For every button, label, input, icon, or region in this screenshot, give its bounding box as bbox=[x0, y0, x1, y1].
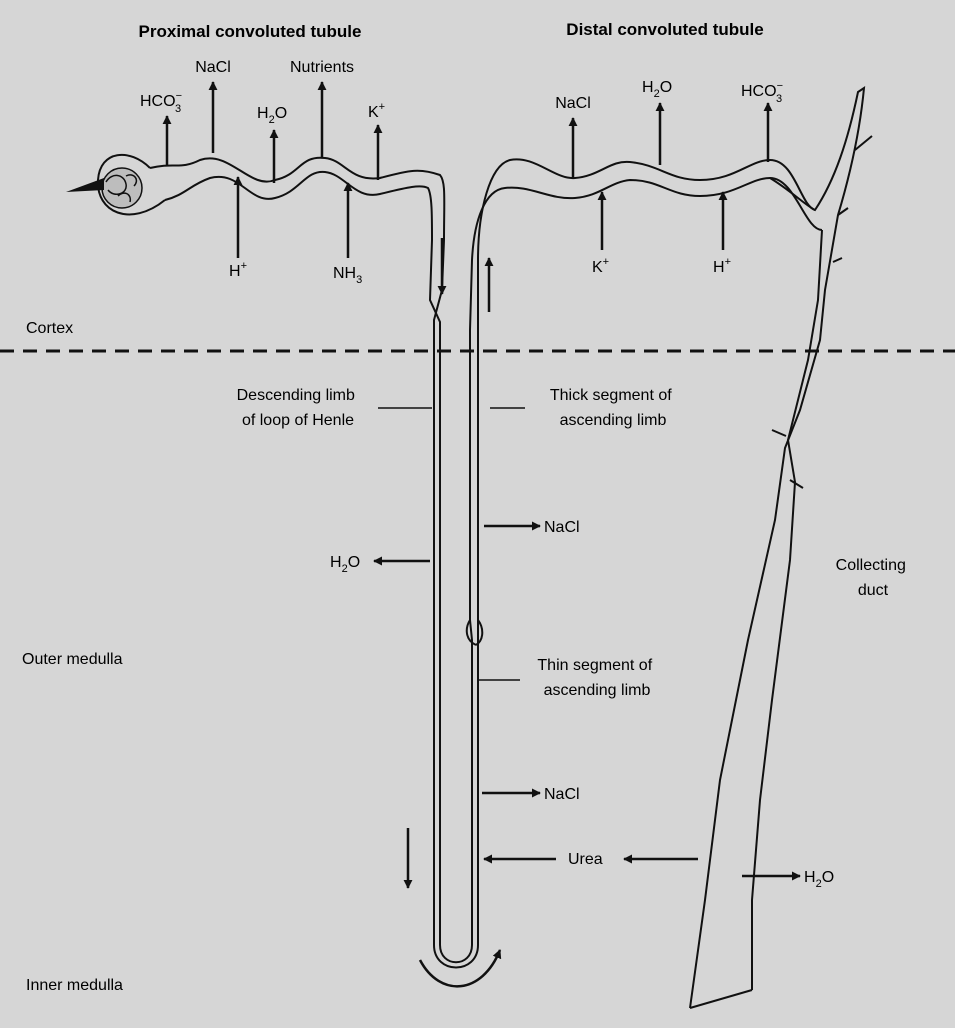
descending-h2o-label: H2O bbox=[330, 554, 360, 575]
glomerulus bbox=[66, 167, 143, 209]
descending-limb-label: Descending limb of loop of Henle bbox=[237, 387, 360, 429]
thick-ascending-label: Thick segment of ascending limb bbox=[550, 387, 676, 429]
dct-k-label: K+ bbox=[592, 256, 609, 276]
loop-transport-arrows bbox=[373, 521, 801, 881]
inner-medulla-label: Inner medulla bbox=[26, 977, 123, 994]
thin-nacl-label: NaCl bbox=[544, 786, 580, 803]
urea-label: Urea bbox=[568, 851, 603, 868]
collecting-duct-label: Collecting duct bbox=[836, 557, 911, 599]
duct-h2o-label: H2O bbox=[804, 869, 834, 890]
dct-nacl-label: NaCl bbox=[555, 95, 591, 112]
proximal-title: Proximal convoluted tubule bbox=[139, 22, 362, 41]
pct-nacl-label: NaCl bbox=[195, 59, 231, 76]
thin-ascending-label: Thin segment of ascending limb bbox=[537, 657, 656, 699]
pct-h2o-label: H2O bbox=[257, 105, 287, 126]
pct-k-label: K+ bbox=[368, 101, 385, 121]
dct-h-label: H+ bbox=[713, 256, 731, 276]
pct-nh3-label: NH3 bbox=[333, 265, 362, 286]
flow-turn-arrow bbox=[418, 949, 502, 988]
pct-h-label: H+ bbox=[229, 260, 247, 280]
nephron-tubule bbox=[96, 153, 823, 969]
proximal-transport-arrows bbox=[162, 81, 383, 258]
collecting-duct bbox=[689, 86, 873, 1009]
outer-medulla-label: Outer medulla bbox=[22, 651, 123, 668]
pct-nutrients-label: Nutrients bbox=[290, 59, 354, 76]
dct-hco3-label: HCO−3 bbox=[741, 80, 783, 105]
pct-hco3-label: HCO−3 bbox=[140, 90, 182, 115]
dct-h2o-label: H2O bbox=[642, 79, 672, 100]
cortex-label: Cortex bbox=[26, 320, 73, 337]
distal-title: Distal convoluted tubule bbox=[566, 20, 763, 39]
flow-arrows bbox=[403, 238, 502, 988]
thick-nacl-label: NaCl bbox=[544, 519, 580, 536]
leader-lines bbox=[378, 407, 525, 681]
distal-transport-arrows bbox=[568, 102, 773, 250]
